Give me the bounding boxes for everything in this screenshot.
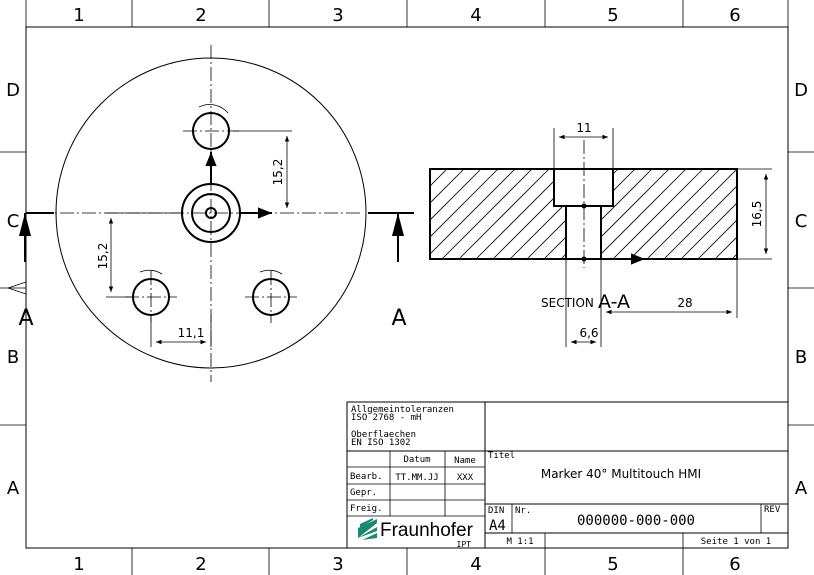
dim-text-left-offset: 15,2: [96, 243, 110, 270]
zone-col-2-bottom: 2: [195, 554, 206, 575]
dim-text-bore: 6,6: [579, 326, 598, 340]
zone-col-1-top: 1: [73, 5, 84, 26]
hub-bore: [205, 207, 217, 219]
dimension-height: [737, 168, 772, 260]
drawing-title: Marker 40° Multitouch HMI: [541, 467, 701, 481]
title-block: [346, 401, 789, 549]
din-label: DIN: [488, 506, 504, 516]
surface-line-1: Oberflaechen: [351, 430, 416, 440]
rev-label: REV: [764, 505, 781, 515]
zone-row-b-left: B: [7, 347, 19, 368]
zone-row-d-right: D: [794, 80, 808, 101]
row-label-gepr: Gepr.: [350, 488, 377, 498]
sheet-value: Seite 1 von 1: [701, 537, 771, 547]
zone-row-a-left: A: [7, 478, 20, 499]
dimension-length: [600, 259, 738, 318]
header-name: Name: [454, 456, 476, 466]
zone-col-6-bottom: 6: [729, 554, 740, 575]
surface-line-2: EN ISO 1302: [351, 438, 411, 448]
zone-row-c-right: C: [795, 211, 808, 232]
section-label-prefix: SECTION: [541, 296, 594, 310]
dimension-counterbore-width: [553, 128, 614, 169]
header-datum: Datum: [403, 455, 430, 465]
section-marker-right: A: [391, 306, 406, 331]
zone-col-2-top: 2: [195, 5, 206, 26]
title-label: Titel: [488, 451, 515, 461]
dim-text-top-offset: 15,2: [271, 159, 285, 186]
fraunhofer-logo: Fraunhofer IPT: [358, 518, 474, 549]
dim-text-length: 28: [677, 296, 692, 310]
front-view: [19, 45, 414, 382]
zone-row-a-right: A: [795, 478, 808, 499]
zone-row-b-right: B: [795, 347, 807, 368]
zone-col-4-top: 4: [470, 5, 481, 26]
hub-inner-ring: [191, 193, 231, 233]
dim-text-horizontal-offset: 11,1: [178, 326, 205, 340]
section-hatching-right: [601, 169, 737, 259]
dimension-top-offset: [233, 130, 292, 208]
row-label-freig: Freig.: [350, 504, 383, 514]
bearb-date: TT.MM.JJ: [395, 473, 438, 483]
drawing-number: 000000-000-000: [577, 513, 695, 529]
section-view: [429, 140, 738, 268]
format-value: A4: [489, 518, 506, 534]
zone-row-d-left: D: [6, 80, 20, 101]
tolerance-line-2: ISO 2768 - mH: [351, 413, 421, 423]
zone-col-4-bottom: 4: [470, 554, 481, 575]
section-hatching-left: [430, 169, 566, 259]
nr-label: Nr.: [515, 506, 531, 516]
dimension-horizontal-offset: [150, 315, 212, 347]
zone-col-5-bottom: 5: [607, 554, 618, 575]
section-label-id: A-A: [598, 291, 630, 313]
bearb-name: XXX: [457, 473, 474, 483]
scale-value: M 1:1: [506, 537, 533, 547]
zone-col-3-bottom: 3: [332, 554, 343, 575]
zone-col-5-top: 5: [607, 5, 618, 26]
zone-col-3-top: 3: [332, 5, 343, 26]
zone-col-1-bottom: 1: [73, 554, 84, 575]
zone-row-c-left: C: [7, 211, 20, 232]
tolerance-line-1: Allgemeintoleranzen: [351, 405, 454, 415]
dim-text-height: 16,5: [750, 201, 764, 228]
dimension-left-offset: [106, 212, 182, 298]
dimension-bore: [565, 259, 602, 347]
zone-col-6-top: 6: [729, 5, 740, 26]
logo-subtext: IPT: [457, 540, 472, 549]
fraunhofer-logo-mark: [358, 518, 377, 540]
row-label-bearb: Bearb.: [350, 472, 383, 482]
logo-text: Fraunhofer: [380, 520, 474, 541]
dim-text-counterbore-width: 11: [576, 121, 591, 135]
section-marker-left: A: [18, 306, 33, 331]
